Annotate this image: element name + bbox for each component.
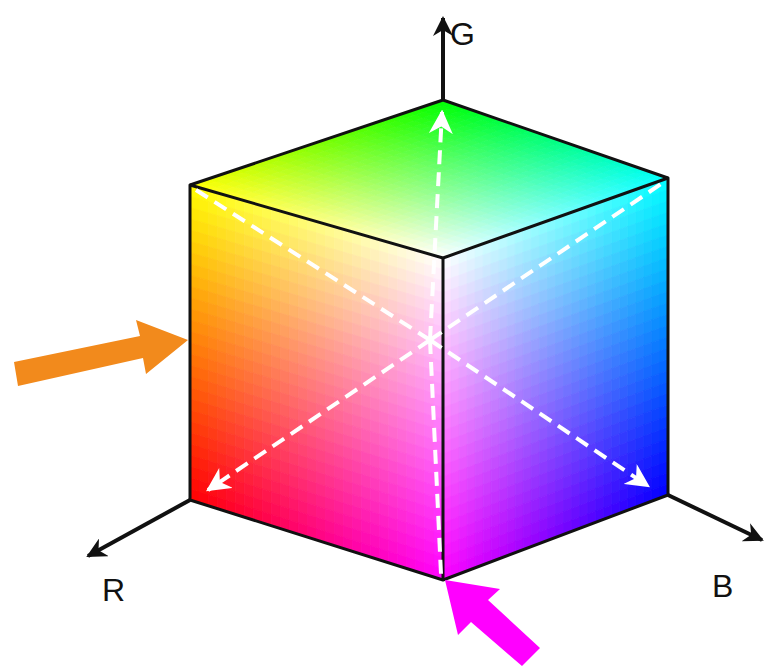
cube-faces — [190, 100, 668, 580]
